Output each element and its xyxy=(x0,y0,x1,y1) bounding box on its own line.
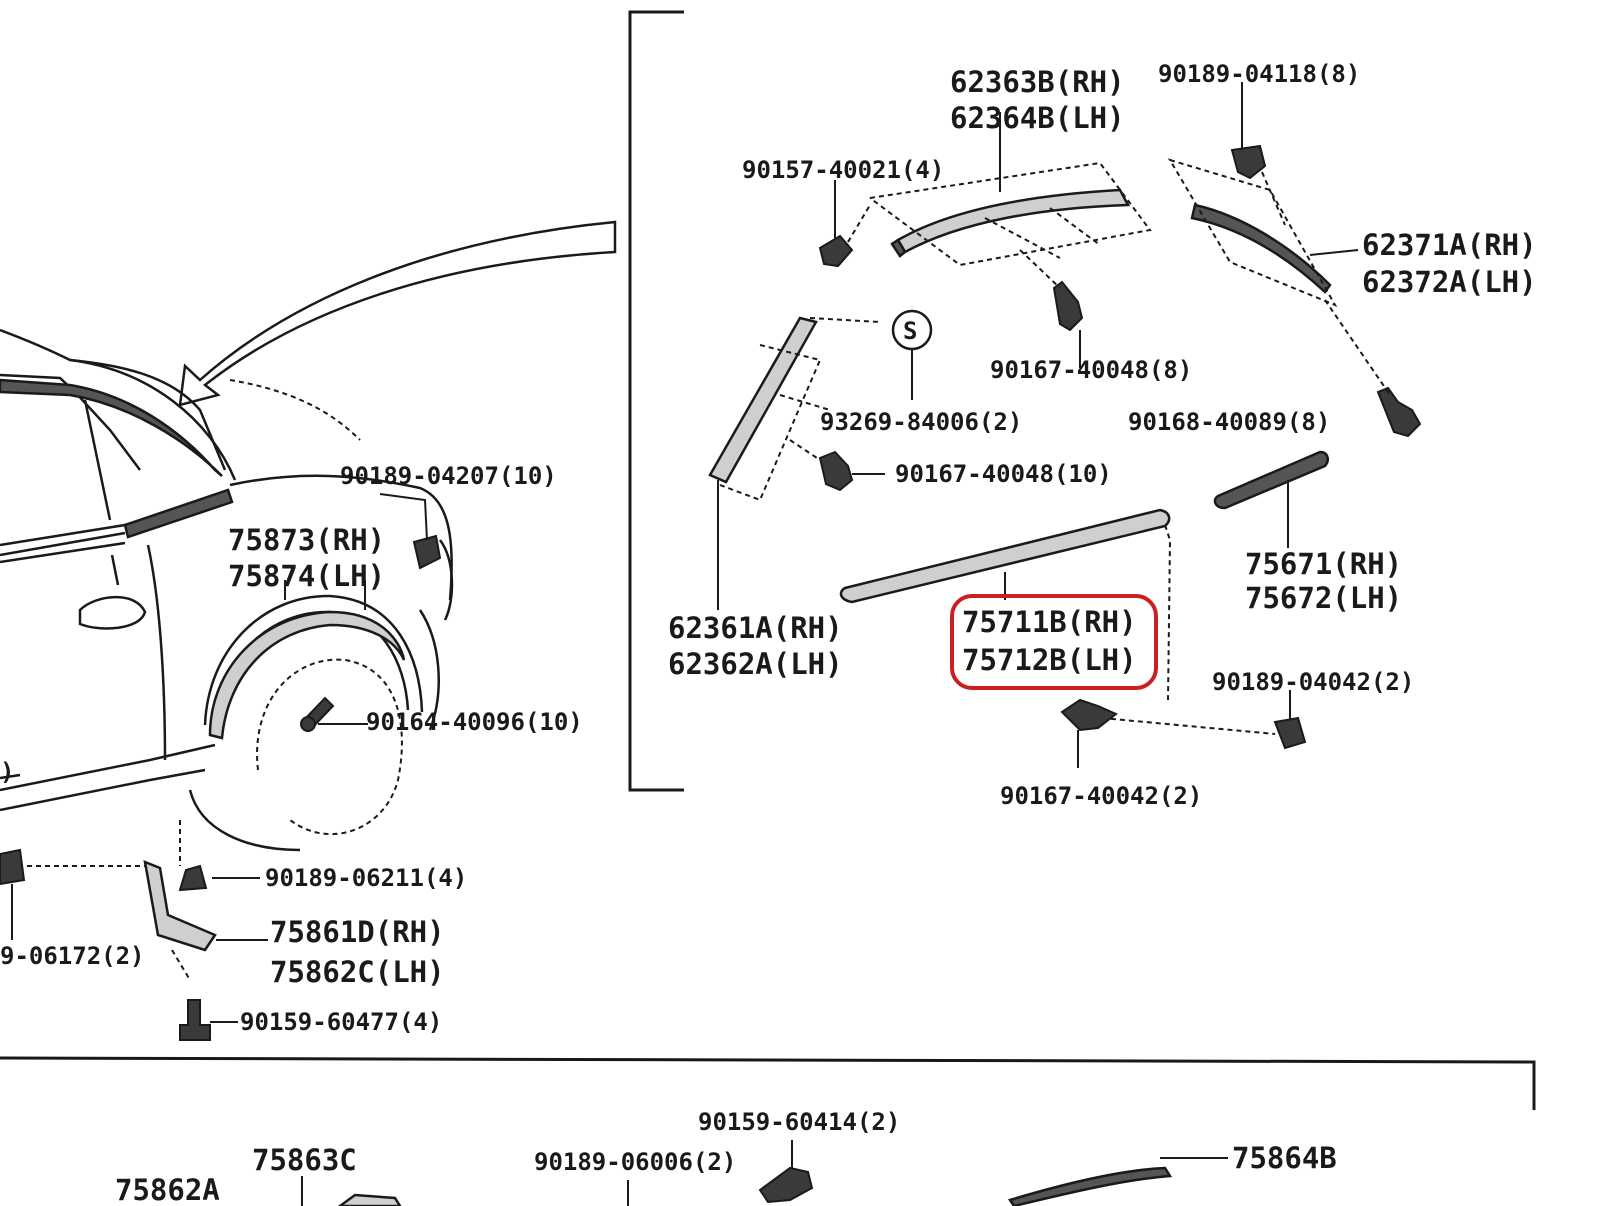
label-62371a: 62371A(RH) xyxy=(1362,228,1537,262)
inset-parts: S xyxy=(708,82,1422,768)
label-90189-04118: 90189-04118(8) xyxy=(1158,60,1360,88)
label-90167-40048-8: 90167-40048(8) xyxy=(990,356,1192,384)
label-75862c: 75862C(LH) xyxy=(270,955,445,989)
label-90157-40021: 90157-40021(4) xyxy=(742,156,944,184)
label-06172: 9-06172(2) xyxy=(0,942,145,970)
left-fasteners xyxy=(0,493,442,1041)
label-90189-06211: 90189-06211(4) xyxy=(265,864,467,892)
label-90189-04207: 90189-04207(10) xyxy=(340,462,557,490)
label-75873: 75873(RH) xyxy=(228,523,385,557)
label-75671: 75671(RH) xyxy=(1245,547,1402,581)
s-symbol-label: S xyxy=(903,317,917,345)
window-trim xyxy=(123,488,234,539)
inset-bracket xyxy=(628,10,684,792)
label-62372a: 62372A(LH) xyxy=(1362,265,1537,299)
car-outline xyxy=(0,328,454,852)
label-62364b: 62364B(LH) xyxy=(950,101,1125,135)
label-90167-40042: 90167-40042(2) xyxy=(1000,782,1202,810)
label-75712b[interactable]: 75712B(LH) xyxy=(962,643,1137,677)
label-62361a: 62361A(RH) xyxy=(668,611,843,645)
label-90168-40089: 90168-40089(8) xyxy=(1128,408,1330,436)
bottom-parts xyxy=(301,1140,1228,1206)
label-62362a: 62362A(LH) xyxy=(668,647,843,681)
label-90167-40048-10: 90167-40048(10) xyxy=(895,460,1112,488)
label-75861d: 75861D(RH) xyxy=(270,915,445,949)
label-90159-60477: 90159-60477(4) xyxy=(240,1008,442,1036)
label-75672: 75672(LH) xyxy=(1245,581,1402,615)
labels: 62363B(RH) 62364B(LH) 90189-04118(8) 901… xyxy=(0,60,1537,1206)
label-75874: 75874(LH) xyxy=(228,559,385,593)
label-90159-60414: 90159-60414(2) xyxy=(698,1108,900,1136)
label-75711b[interactable]: 75711B(RH) xyxy=(962,605,1137,639)
label-90189-04042: 90189-04042(2) xyxy=(1212,668,1414,696)
label-75863c: 75863C xyxy=(252,1143,357,1177)
roof-molding xyxy=(0,378,223,477)
label-75862a: 75862A xyxy=(115,1173,220,1206)
label-93269-84006: 93269-84006(2) xyxy=(820,408,1022,436)
highlight-box xyxy=(950,594,1158,690)
label-left-paren: ) xyxy=(0,758,14,786)
label-90189-06006: 90189-06006(2) xyxy=(534,1148,736,1176)
s-symbol-circle xyxy=(891,309,933,351)
pointer-arrow xyxy=(178,220,617,407)
label-62363b: 62363B(RH) xyxy=(950,65,1125,99)
bottom-frame xyxy=(0,1056,1536,1110)
fender-arch-molding xyxy=(208,610,406,740)
label-90164-40096: 90164-40096(10) xyxy=(366,708,583,736)
label-75864b: 75864B xyxy=(1232,1141,1337,1175)
